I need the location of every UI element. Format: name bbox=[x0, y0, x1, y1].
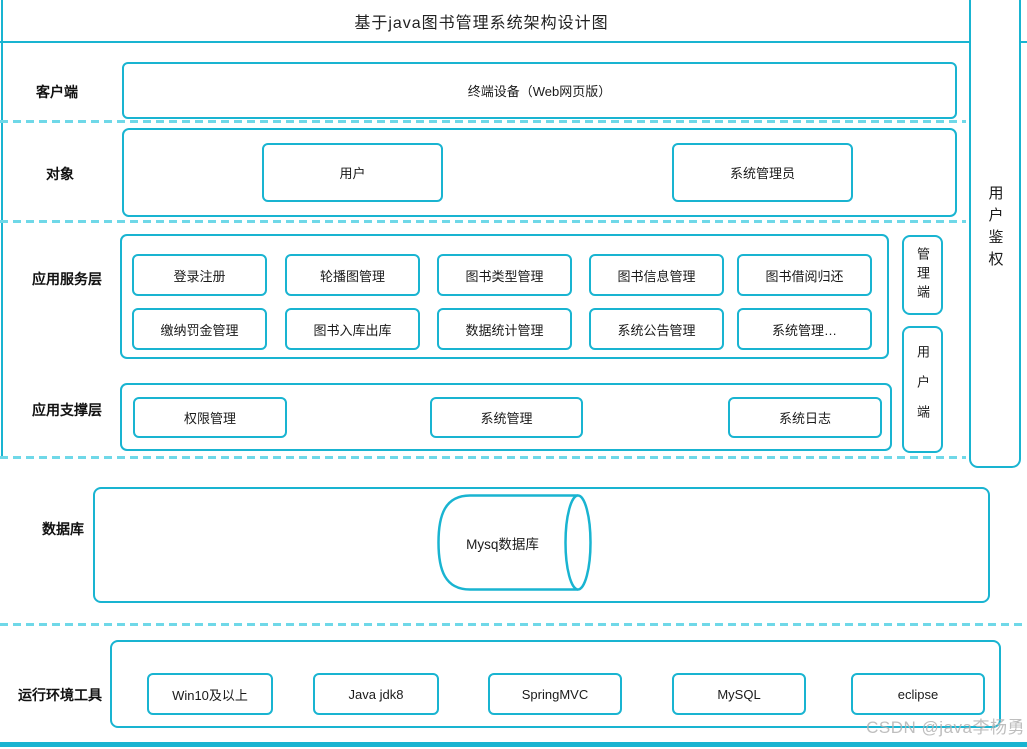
permission-mgmt-box: 权限管理 bbox=[133, 397, 287, 438]
row-label-app-support-layer: 应用支撑层 bbox=[32, 402, 102, 418]
user-auth-label: 用户鉴权 bbox=[986, 185, 1004, 273]
book-info-mgmt-box: 图书信息管理 bbox=[589, 254, 724, 296]
fine-payment-mgmt-box: 缴纳罚金管理 bbox=[132, 308, 267, 350]
row-label-client: 客户端 bbox=[36, 84, 78, 100]
bottom-accent-bar bbox=[0, 742, 1027, 747]
system-log-box: 系统日志 bbox=[728, 397, 882, 438]
user-side-label: 用户端 bbox=[915, 344, 930, 435]
book-type-mgmt-box: 图书类型管理 bbox=[437, 254, 572, 296]
system-notice-mgmt-box: 系统公告管理 bbox=[589, 308, 724, 350]
object-group-box bbox=[122, 128, 957, 217]
java-jdk8-box: Java jdk8 bbox=[313, 673, 439, 715]
diagram-title: 基于java图书管理系统架构设计图 bbox=[354, 15, 609, 32]
title-separator-line bbox=[0, 41, 969, 43]
row-label-runtime-env: 运行环境工具 bbox=[18, 687, 102, 703]
data-stats-mgmt-box: 数据统计管理 bbox=[437, 308, 572, 350]
mysql-db-label: Mysq数据库 bbox=[466, 537, 539, 552]
springmvc-box: SpringMVC bbox=[488, 673, 622, 715]
title-separator-stub bbox=[1021, 41, 1027, 43]
user-auth-rail: 用户鉴权 bbox=[969, 0, 1021, 468]
csdn-watermark: CSDN @java李杨勇 bbox=[866, 718, 1025, 737]
login-register-box: 登录注册 bbox=[132, 254, 267, 296]
row-label-app-service-layer: 应用服务层 bbox=[32, 271, 102, 287]
database-group-box bbox=[93, 487, 990, 603]
user-side-box: 用户端 bbox=[902, 326, 943, 453]
separator-object-service bbox=[0, 220, 966, 223]
support-layer-group-box bbox=[120, 383, 892, 451]
row-label-object: 对象 bbox=[46, 166, 74, 182]
separator-database-env bbox=[0, 623, 1027, 626]
service-layer-group-box bbox=[120, 234, 889, 359]
carousel-mgmt-box: 轮播图管理 bbox=[285, 254, 420, 296]
mysql-env-box: MySQL bbox=[672, 673, 806, 715]
admin-side-label: 管理端 bbox=[915, 246, 930, 304]
book-borrow-return-box: 图书借阅归还 bbox=[737, 254, 872, 296]
user-box: 用户 bbox=[262, 143, 443, 202]
mysql-db-cylinder bbox=[437, 494, 592, 591]
system-admin-box: 系统管理员 bbox=[672, 143, 853, 202]
eclipse-box: eclipse bbox=[851, 673, 985, 715]
left-border-line bbox=[1, 0, 3, 458]
row-label-database: 数据库 bbox=[42, 521, 84, 537]
admin-side-box: 管理端 bbox=[902, 235, 943, 315]
system-mgmt-box: 系统管理… bbox=[737, 308, 872, 350]
separator-client-object bbox=[0, 120, 966, 123]
terminal-device-box: 终端设备（Web网页版） bbox=[122, 62, 957, 119]
book-inventory-box: 图书入库出库 bbox=[285, 308, 420, 350]
env-group-box bbox=[110, 640, 1001, 728]
support-system-mgmt-box: 系统管理 bbox=[430, 397, 583, 438]
separator-support-database bbox=[0, 456, 966, 459]
win10-box: Win10及以上 bbox=[147, 673, 273, 715]
